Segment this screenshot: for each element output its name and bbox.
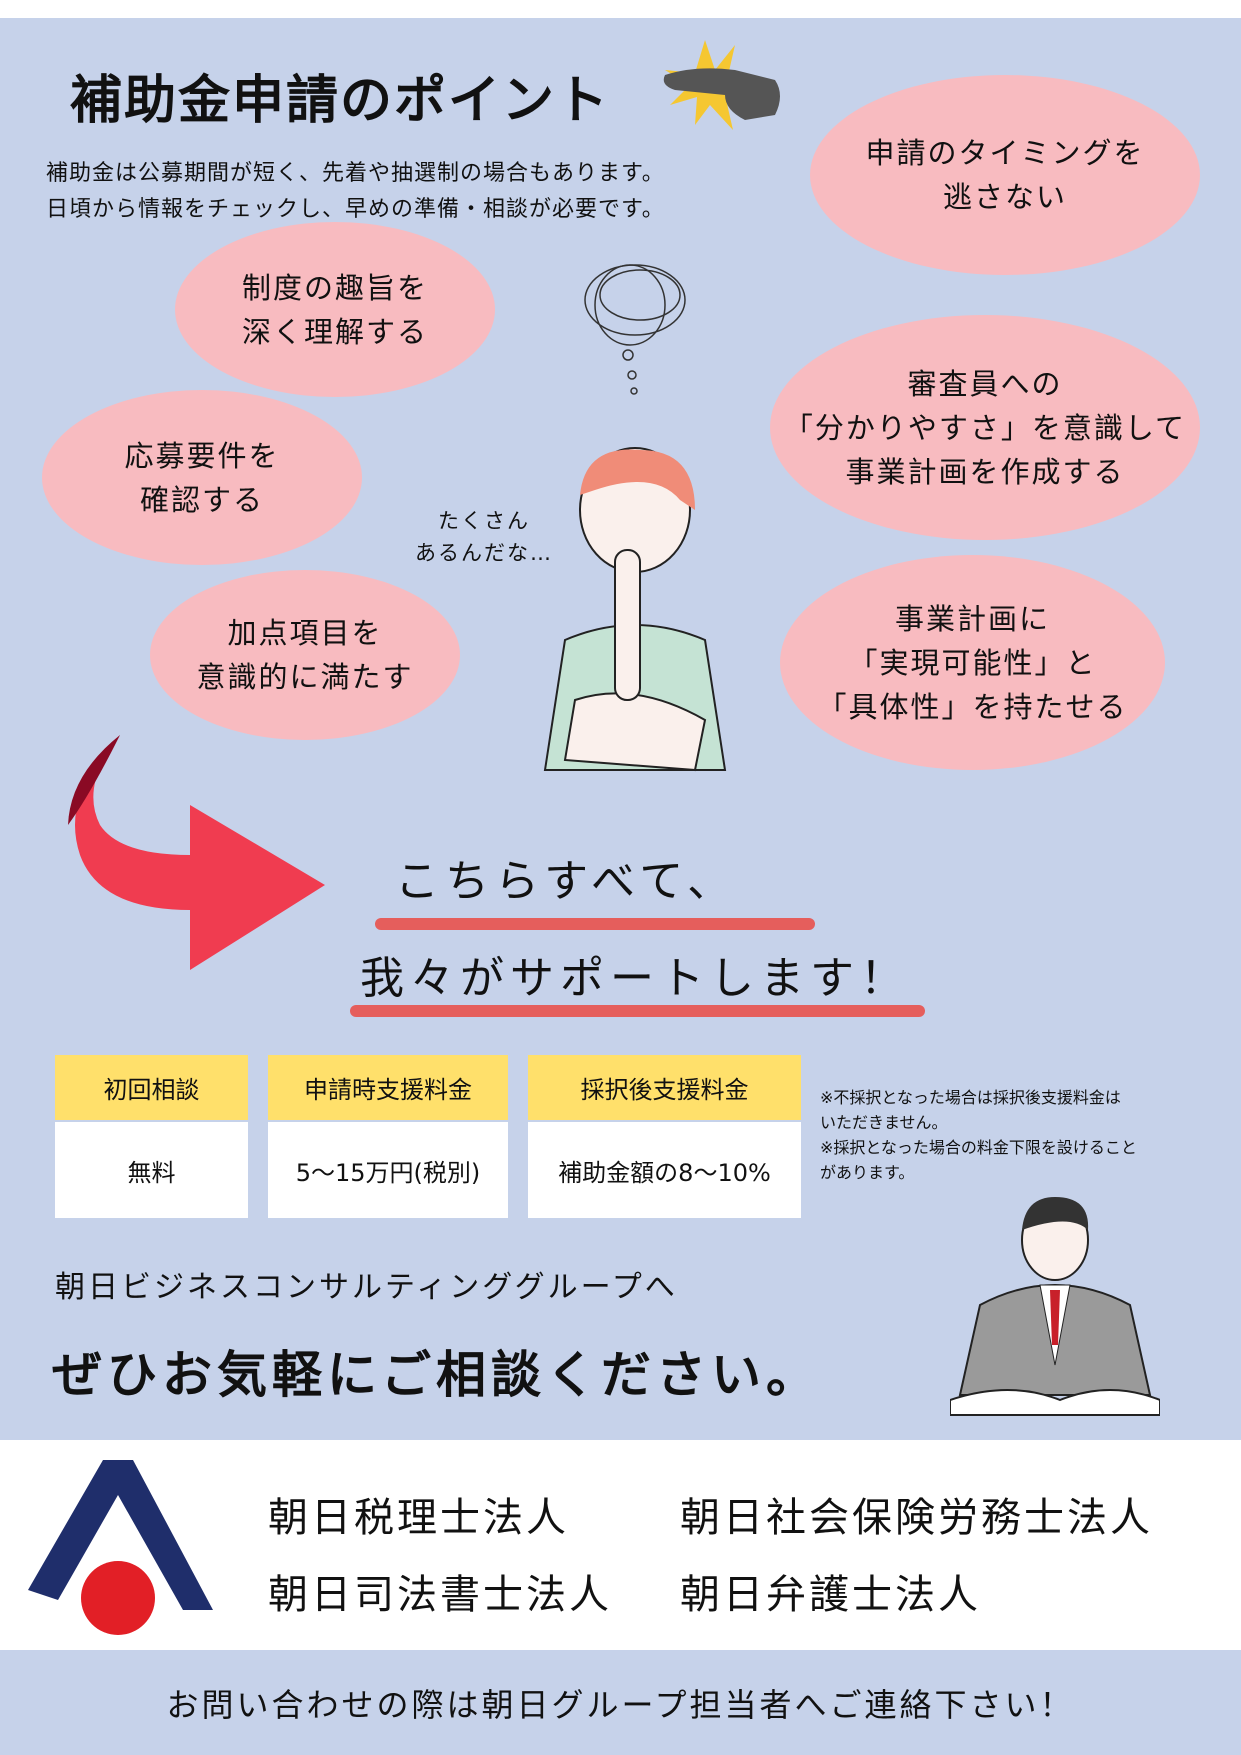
- asahi-logo: [28, 1460, 213, 1635]
- point-text: 事業計画に 「実現可能性」と 「具体性」を持たせる: [817, 601, 1128, 724]
- fee-value: 5〜15万円(税別): [268, 1122, 508, 1218]
- point-text: 申請のタイミングを 逃さない: [865, 136, 1145, 214]
- support-line-2: 我々がサポートします！: [360, 953, 910, 1004]
- point-text: 応募要件を 確認する: [124, 438, 280, 517]
- support-line-1: こちらすべて、: [395, 856, 738, 907]
- point-text: 加点項目を 意識的に満たす: [196, 616, 414, 694]
- note-line: があります。: [820, 1163, 915, 1182]
- org-law: 朝日弁護士法人: [680, 1572, 981, 1618]
- point-feasibility: 事業計画に 「実現可能性」と 「具体性」を持たせる: [780, 555, 1165, 770]
- fee-value: 無料: [55, 1122, 248, 1218]
- tangled-thought-icon: [584, 264, 686, 395]
- footer-contact: お問い合わせの際は朝日グループ担当者へご連絡下さい！: [0, 1650, 1241, 1755]
- point-text: 審査員への 「分かりやすさ」を意識して 事業計画を作成する: [783, 366, 1187, 489]
- note-line: いただきません。: [820, 1113, 948, 1132]
- group-name: 朝日ビジネスコンサルティンググループへ: [55, 1270, 678, 1305]
- point-reviewer: 審査員への 「分かりやすさ」を意識して 事業計画を作成する: [770, 315, 1200, 540]
- call-to-action: ぜひお気軽にご相談ください。: [52, 1346, 821, 1404]
- fee-notes: ※不採択となった場合は採択後支援料金は いただきません。 ※採択となった場合の料…: [820, 1085, 1220, 1185]
- intro-line: 補助金は公募期間が短く、先着や抽選制の場合もあります。: [46, 161, 665, 186]
- point-timing: 申請のタイミングを 逃さない: [810, 75, 1200, 275]
- fee-header: 採択後支援料金: [528, 1055, 801, 1120]
- brush-underline: [350, 1005, 925, 1017]
- note-line: ※不採択となった場合は採択後支援料金は: [820, 1088, 1121, 1107]
- point-purpose: 制度の趣旨を 深く理解する: [175, 222, 495, 397]
- fee-header: 初回相談: [55, 1055, 248, 1120]
- org-judicial: 朝日司法書士法人: [268, 1572, 612, 1618]
- org-tax: 朝日税理士法人: [268, 1495, 569, 1541]
- businessman-illustration: [950, 1197, 1160, 1416]
- intro-text: 補助金は公募期間が短く、先着や抽選制の場合もあります。 日頃から情報をチェックし…: [46, 156, 665, 228]
- note-line: ※採択となった場合の料金下限を設けること: [820, 1138, 1137, 1157]
- page-title: 補助金申請のポイント: [70, 71, 611, 131]
- footer-text: お問い合わせの際は朝日グループ担当者へご連絡下さい！: [166, 1685, 1075, 1724]
- thought-text: たくさん あるんだな…: [415, 509, 553, 565]
- intro-line: 日頃から情報をチェックし、早めの準備・相談が必要です。: [46, 197, 665, 222]
- org-labor: 朝日社会保険労務士法人: [680, 1495, 1153, 1541]
- point-text: 制度の趣旨を 深く理解する: [241, 270, 428, 349]
- pointing-hand-icon: [663, 40, 780, 130]
- fee-value: 補助金額の8〜10%: [528, 1122, 801, 1218]
- red-arrow-icon: [68, 735, 325, 970]
- point-requirements: 応募要件を 確認する: [42, 390, 362, 565]
- fee-header: 申請時支援料金: [268, 1055, 508, 1120]
- point-bonus: 加点項目を 意識的に満たす: [150, 570, 460, 740]
- brush-underline: [375, 918, 815, 930]
- thinking-man-illustration: [543, 447, 727, 772]
